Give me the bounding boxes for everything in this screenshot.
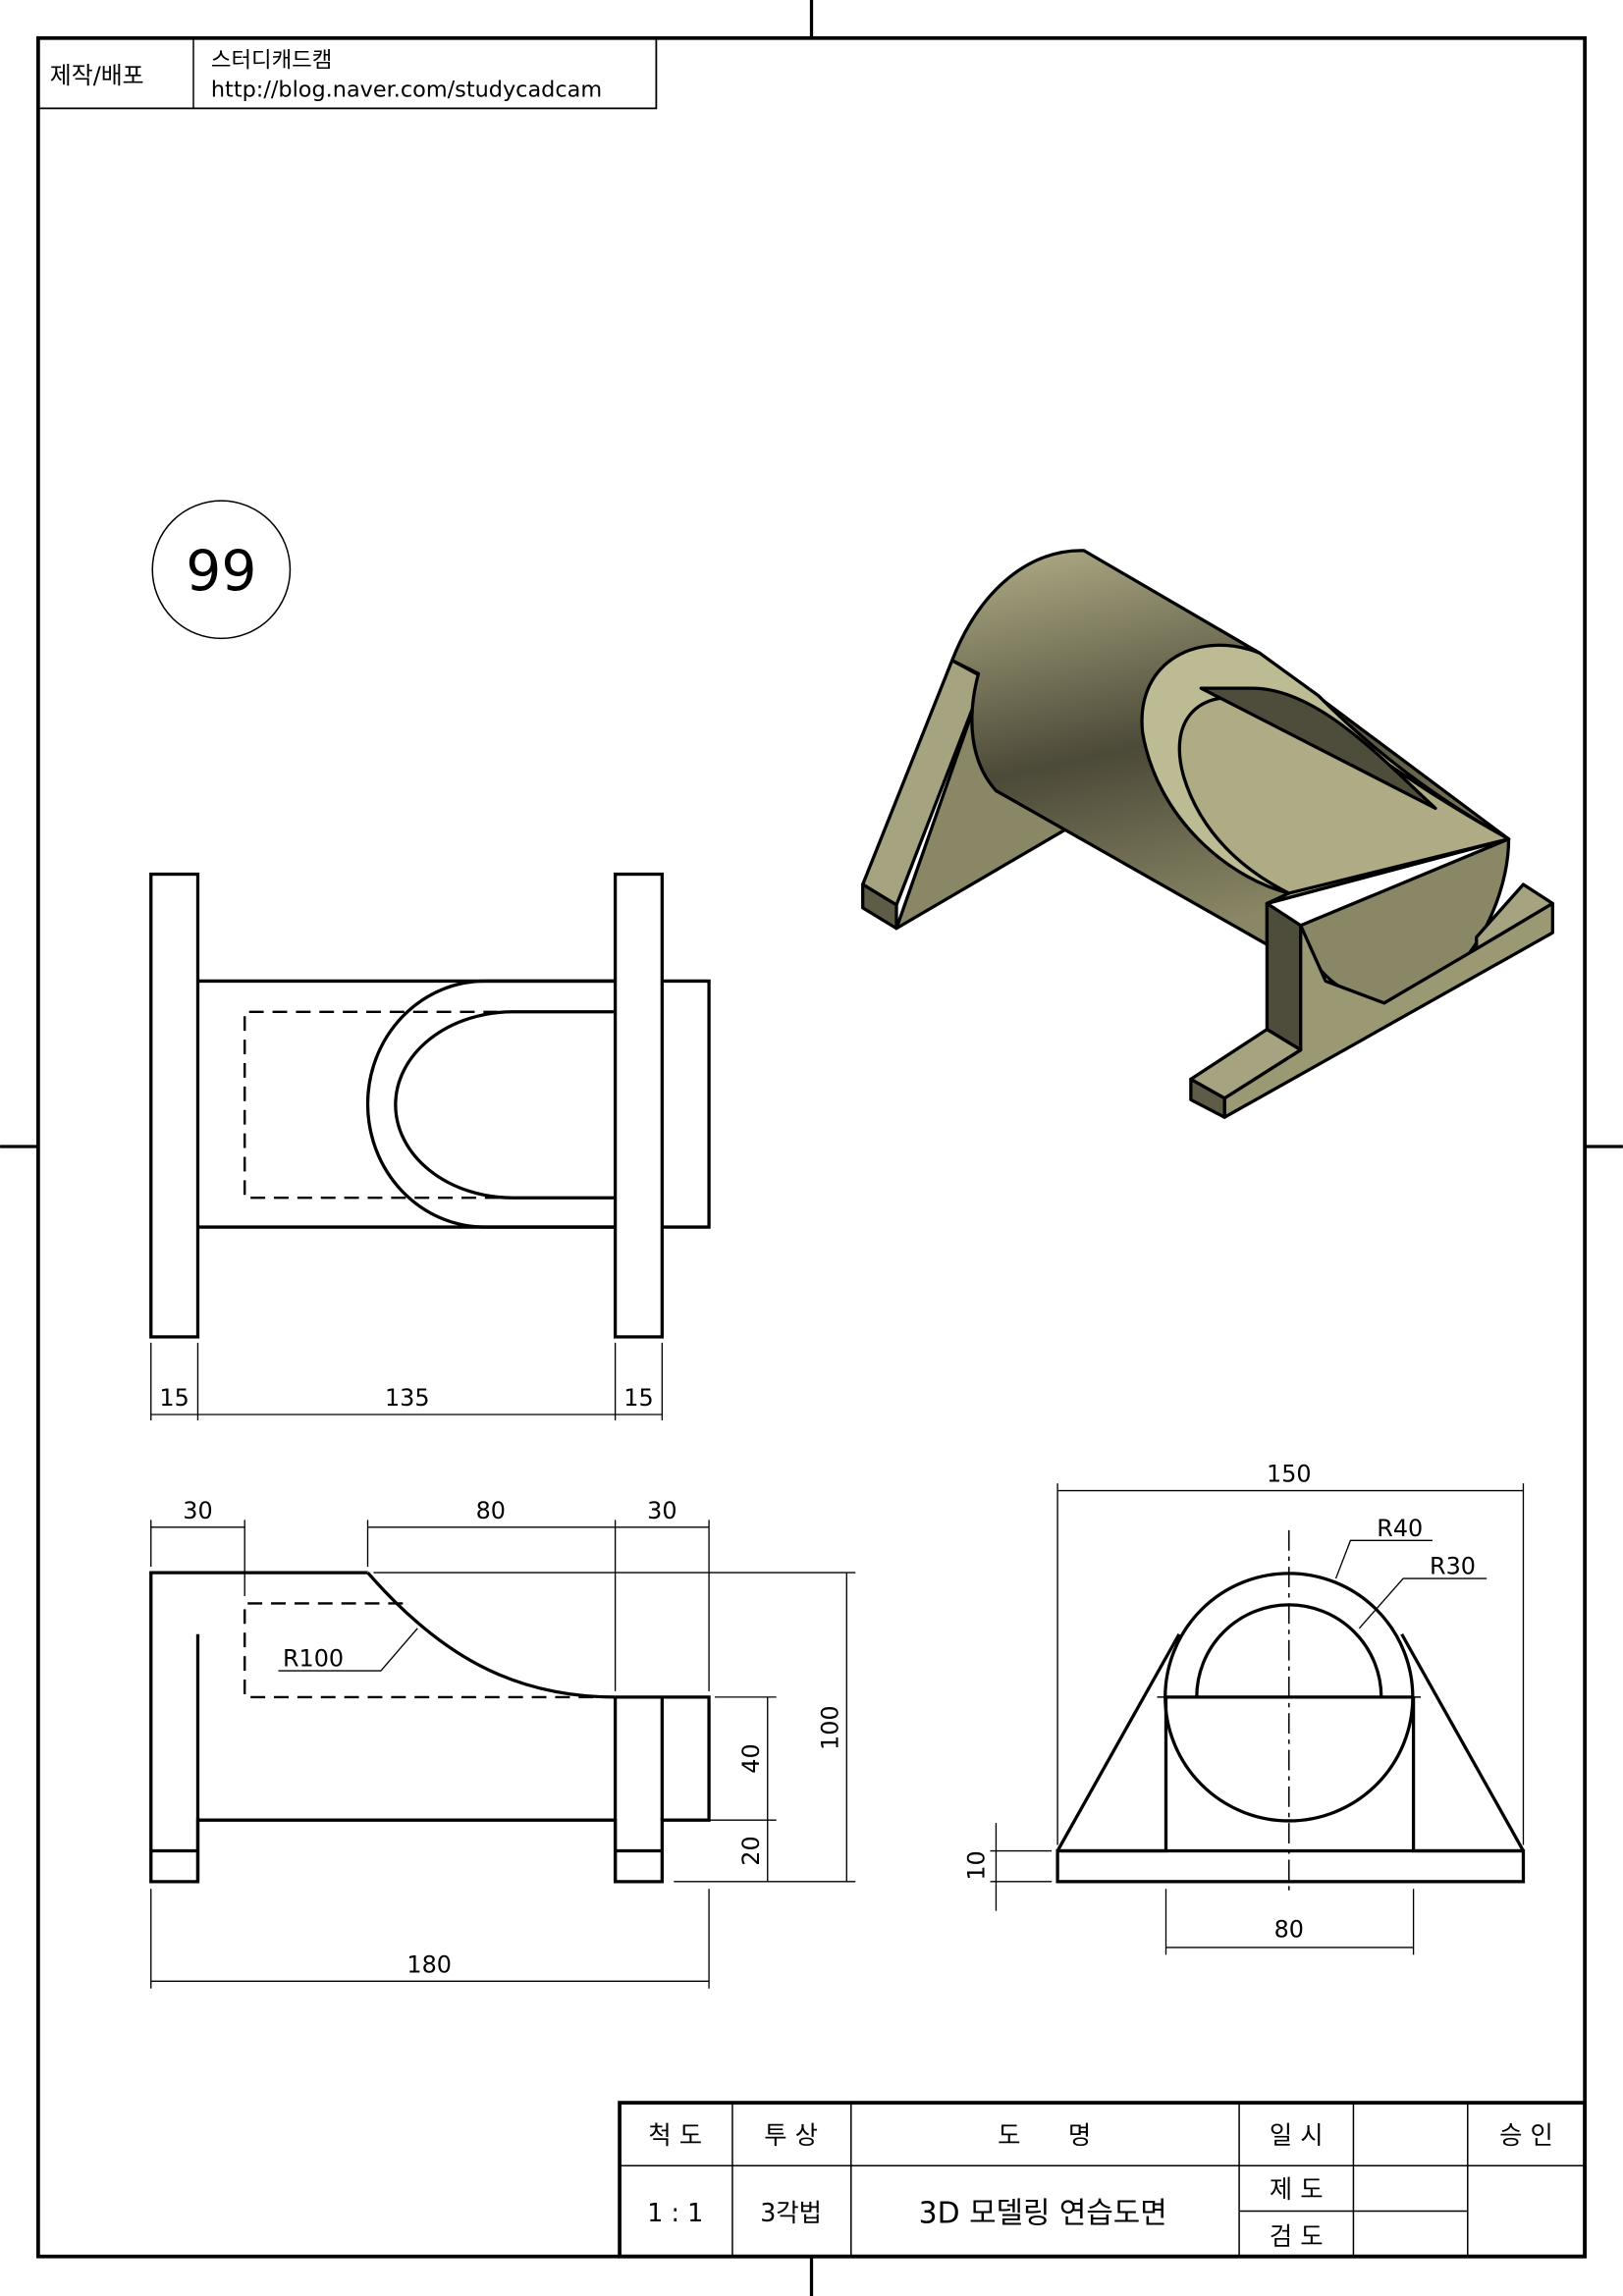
dim-15-left: 15 <box>159 1384 189 1412</box>
approval-label: 승 인 <box>1499 2120 1553 2150</box>
dim-r40: R40 <box>1377 1515 1423 1542</box>
dim-30-left: 30 <box>183 1497 212 1524</box>
author-label: 제작/배포 <box>50 62 144 89</box>
scale-label: 척 도 <box>648 2120 702 2150</box>
drawing-number: 99 <box>186 539 256 604</box>
side-view: 150 R40 R30 10 80 <box>963 1461 1526 1955</box>
drawing-name: 3D 모델링 연습도면 <box>919 2196 1167 2230</box>
title-block: 척 도 투 상 도 명 일 시 승 인 1 : 1 3각법 3D 모델링 연습도… <box>618 2101 1587 2259</box>
front-view: 30 80 30 R100 40 20 100 180 <box>149 1497 856 1989</box>
top-view: 15 135 15 <box>149 872 711 1420</box>
author-url[interactable]: http://blog.naver.com/studycadcam <box>211 77 602 102</box>
author-name: 스터디캐드캠 <box>211 48 332 74</box>
front-dimensions: 30 80 30 R100 40 20 100 180 <box>150 1497 856 1989</box>
dim-20: 20 <box>737 1836 765 1865</box>
dim-180: 180 <box>406 1950 452 1978</box>
dim-r30: R30 <box>1430 1553 1476 1580</box>
dim-80-side: 80 <box>1274 1916 1304 1944</box>
dim-r100: R100 <box>283 1645 344 1673</box>
dim-100: 100 <box>816 1705 843 1750</box>
date-label: 일 시 <box>1270 2120 1324 2150</box>
dim-10: 10 <box>963 1850 991 1880</box>
top-dimensions: 15 135 15 <box>150 1342 664 1420</box>
projection-value: 3각법 <box>760 2198 822 2227</box>
dim-40: 40 <box>737 1743 765 1773</box>
dim-80: 80 <box>476 1497 506 1524</box>
scale-value: 1 : 1 <box>647 2198 703 2227</box>
side-dimensions: 150 R40 R30 10 80 <box>963 1461 1525 1955</box>
isometric-model <box>861 549 1554 1119</box>
author-box: 제작/배포 스터디캐드캠 http://blog.naver.com/study… <box>36 36 658 110</box>
dim-30-right: 30 <box>647 1497 676 1524</box>
dim-150: 150 <box>1267 1461 1312 1488</box>
drawing-name-label: 도 명 <box>998 2120 1091 2150</box>
drawing-number-circle <box>151 500 292 640</box>
checked-label: 검 도 <box>1270 2221 1324 2251</box>
dim-15-right: 15 <box>623 1384 653 1412</box>
projection-label: 투 상 <box>764 2120 818 2150</box>
drawn-label: 제 도 <box>1270 2174 1324 2204</box>
dim-135: 135 <box>385 1384 430 1412</box>
